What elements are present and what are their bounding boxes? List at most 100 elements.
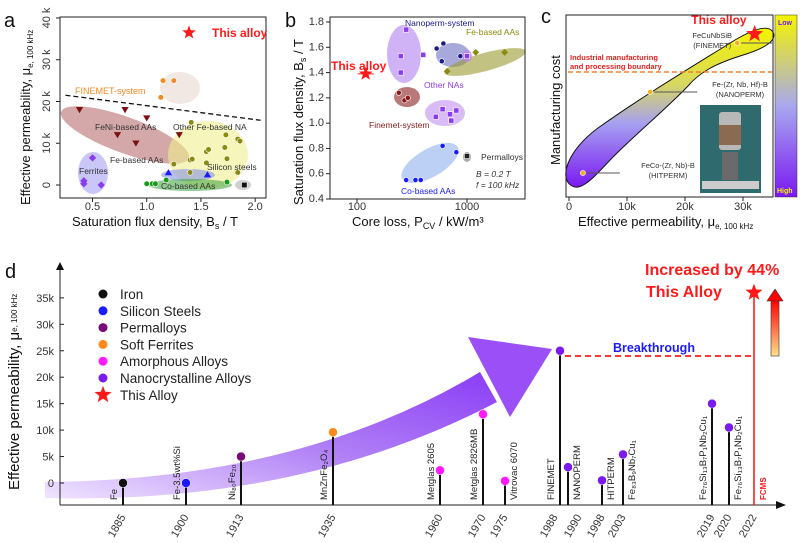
point-other-nas	[397, 69, 404, 76]
label-co-b: Co-based AAs	[401, 186, 455, 196]
point-other-fe-based-na	[188, 119, 195, 126]
x-tick-label-d: 1960	[423, 513, 446, 540]
x-tick-label-d: 1990	[562, 513, 585, 540]
point-ferrites	[80, 180, 88, 188]
panel-b-frame	[329, 16, 526, 200]
point-co-based-aas	[223, 178, 231, 186]
y-tick-label-b: 0.8	[309, 142, 324, 154]
label-ferrites-a: Ferrites	[79, 166, 108, 176]
point-fe-based-aas	[501, 48, 509, 56]
point-feni-based-aas	[121, 107, 129, 114]
point-this-alloy	[745, 283, 763, 300]
label-finemet-1: FeCuNbSiB	[692, 31, 732, 40]
y-tick-label-d: 15k	[36, 399, 54, 411]
point-fe-si-b-p-nb-cu	[707, 398, 717, 409]
xlabel-a: Saturation flux density, Bs / T	[72, 214, 238, 231]
region-feni	[60, 106, 190, 164]
y-tick-label-d: 35k	[36, 293, 54, 305]
d-x-axis-arrow	[776, 501, 786, 509]
point-nanoperm-system	[440, 40, 447, 47]
ylabel-a: Effective permeability, μe, 100 kHz	[18, 30, 35, 205]
point-this-alloy	[746, 25, 764, 42]
x-tick-label-d: 2022	[737, 513, 760, 540]
region-fe-aas	[161, 169, 215, 181]
trend-arrow-shaft	[45, 372, 497, 499]
panel-label-a: a	[4, 10, 16, 32]
point-co-based-aas	[439, 142, 446, 149]
legend-marker-soft-ferrites	[98, 339, 108, 349]
point-mnznfe-o	[328, 427, 338, 437]
x-tick-label-a: 0.5	[85, 201, 100, 213]
colorbar-high: High	[777, 188, 793, 195]
label-nanoperm-1: Fe-(Zr, Nb, Hf)-B	[712, 80, 768, 89]
legend-label-soft-ferrites: Soft Ferrites	[120, 337, 194, 352]
point-other-fe-based-na	[205, 146, 212, 153]
region-co-aas	[148, 179, 232, 191]
label-nanoperm: NANOPERM	[572, 445, 583, 500]
point-finemet	[734, 40, 741, 46]
label-fe-b-nb-cu: Fe₈₃B₉Nb₇Cu₁	[627, 440, 638, 500]
label-fcms: FCMS	[759, 477, 768, 500]
label-feaa-a: Fe-based AAs	[110, 155, 163, 165]
point-other-nas	[432, 113, 439, 120]
label-this-alloy-b: This alloy	[331, 59, 387, 73]
region-finemet	[160, 72, 200, 104]
point-other-nas	[397, 53, 404, 60]
point-nanoperm-system	[457, 53, 464, 60]
label-finemet-b: Finemet-system	[369, 120, 429, 130]
y-tick-label-d: 0	[48, 478, 54, 490]
x-tick-label-d: 1913	[224, 513, 247, 540]
x-tick-label-c: 0	[566, 201, 572, 213]
point-other-nas	[447, 111, 453, 118]
panel-label-d: d	[5, 261, 16, 283]
x-tick-label-c: 30k	[734, 201, 752, 213]
point-feni-based-aas	[113, 132, 122, 139]
point-hitperm	[597, 475, 607, 486]
legend-label-iron: Iron	[120, 287, 143, 302]
panel-c-frame	[565, 14, 774, 198]
x-tick-label-b: 1000	[455, 201, 479, 213]
label-co-a: Co-based AAs	[161, 181, 215, 191]
point-co-based-aas	[163, 176, 170, 184]
label-hitperm: HITPERM	[606, 457, 617, 500]
point-ferrites	[97, 181, 105, 189]
xlabel-b: Core loss, PCV / kW/m³	[352, 214, 484, 231]
x-tick-label-b: 100	[348, 201, 366, 213]
point-feni-based-aas	[175, 132, 183, 139]
y-tick-label-b: 0.4	[309, 193, 324, 205]
y-tick-label-b: 0.6	[309, 168, 324, 180]
point-fe-3-5wt-si	[181, 478, 191, 488]
label-this-alloy-c: This alloy	[691, 13, 747, 27]
label-vitrovac-6070: Vitrovac 6070	[509, 442, 520, 500]
point-feni-based-aas	[132, 140, 140, 147]
label-other-a: Other Fe-based NA	[173, 122, 247, 132]
panel-a-marks	[65, 25, 261, 189]
point-metglas-2605	[435, 465, 445, 476]
label-fe-si-b-p-nb-cu: Fe₇₆Si₁₃B₇P₁Nb₂Cu₁	[698, 416, 709, 500]
point-co-based-aas	[453, 149, 460, 156]
x-tick-label-a: 2.0	[248, 201, 263, 213]
legend-marker-permalloys	[98, 323, 108, 333]
point-permalloys	[464, 153, 470, 159]
x-tick-label-d: 1998	[585, 513, 608, 540]
point-other-fe-based-na	[223, 155, 231, 162]
boundary-label-1: Industrial manufacturing	[570, 53, 658, 62]
y-tick-label-a: 0	[41, 182, 53, 188]
x-tick-label-d: 1900	[169, 513, 192, 540]
label-hitperm-2: (HITPERM)	[649, 171, 688, 180]
point-other-nas	[420, 51, 427, 58]
panel-b-marks	[357, 26, 509, 183]
boundary-label-2: and processing boundary	[570, 62, 663, 71]
y-tick-label-d: 20k	[36, 372, 54, 384]
label-ni-fe: Ni₈₀Fe₂₀	[227, 464, 238, 500]
point-finemet-system	[170, 77, 177, 84]
breakthrough-label: Breakthrough	[613, 341, 695, 355]
point-other-fe-based-na	[234, 169, 241, 176]
point-other-nas	[464, 53, 470, 60]
label-nanoperm-2: (NANOPERM)	[716, 90, 765, 99]
y-tick-label-a: 10 k	[41, 132, 53, 153]
point-other-fe-based-na	[222, 131, 229, 138]
